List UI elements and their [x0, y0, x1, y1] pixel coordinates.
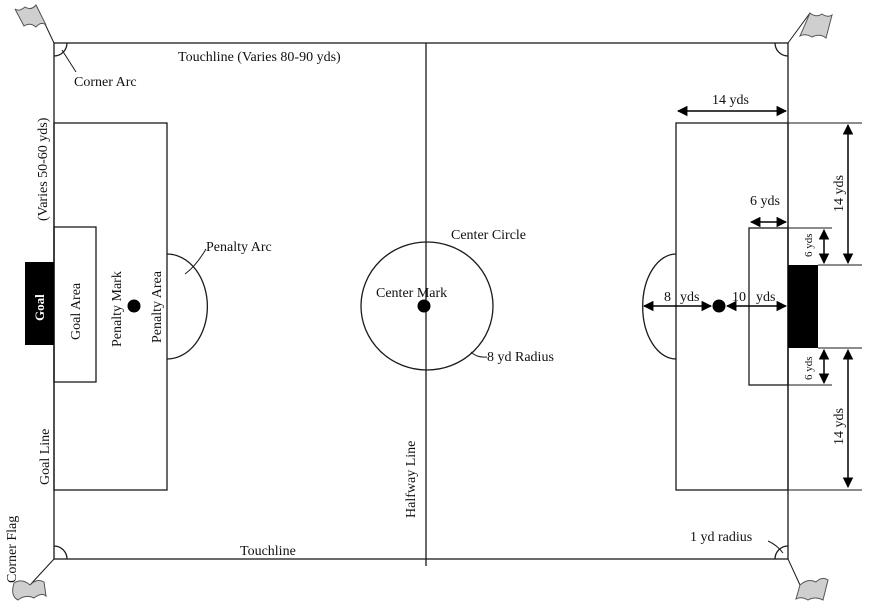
label-center-mark: Center Mark — [376, 286, 447, 301]
dim-label-arc-to-mark-num: 8 — [664, 290, 671, 305]
label-corner-flag: Corner Flag — [5, 516, 20, 583]
leader-1yd-radius — [767, 540, 784, 554]
center-circle — [360, 241, 494, 371]
label-corner-arc: Corner Arc — [74, 75, 137, 90]
label-touchline-top: Touchline (Varies 80-90 yds) — [178, 50, 341, 65]
leader-penalty-arc — [184, 248, 207, 275]
label-goal: Goal — [32, 294, 47, 321]
left-goal — [25, 262, 54, 345]
dim-label-mark-to-goal-unit: yds — [756, 290, 775, 305]
left-penalty-arc — [166, 253, 209, 360]
corner-flag-bottom-left — [12, 558, 55, 601]
dim-label-mark-to-goal-num: 10 — [732, 290, 746, 305]
dim-label-arc-to-mark-unit: yds — [680, 290, 699, 305]
dim-label-goal-area-side-bottom: 6 yds — [803, 356, 815, 380]
label-goal-area: Goal Area — [69, 282, 84, 340]
label-1yd-radius: 1 yd radius — [690, 530, 752, 545]
dim-label-penalty-side-bottom: 14 yds — [832, 408, 847, 445]
label-halfway-line: Halfway Line — [404, 441, 419, 518]
label-width-note: (Varies 50-60 yds) — [36, 117, 51, 221]
left-penalty-mark — [127, 299, 141, 313]
label-8yd-radius: 8 yd Radius — [487, 350, 554, 365]
corner-arc-top-right — [774, 42, 789, 57]
label-center-circle: Center Circle — [451, 228, 526, 243]
right-goal — [788, 265, 818, 348]
dim-label-penalty-side-top: 14 yds — [832, 175, 847, 212]
right-penalty-arc — [642, 253, 677, 360]
dim-label-penalty-depth: 14 yds — [712, 93, 749, 108]
label-goal-line: Goal Line — [38, 429, 53, 485]
corner-flag-top-left — [14, 4, 55, 44]
label-penalty-area: Penalty Area — [150, 270, 165, 343]
corner-arc-bottom-left — [53, 545, 68, 560]
label-penalty-arc: Penalty Arc — [206, 240, 272, 255]
right-penalty-mark — [712, 299, 726, 313]
corner-flag-bottom-right — [787, 558, 829, 601]
corner-arc-bottom-right — [774, 545, 789, 560]
center-mark — [417, 299, 431, 313]
dim-label-goal-area-depth: 6 yds — [750, 194, 780, 209]
label-penalty-mark: Penalty Mark — [110, 271, 125, 347]
dim-label-goal-area-side-top: 6 yds — [803, 233, 815, 257]
label-touchline-bottom: Touchline — [240, 544, 296, 559]
leader-8yd-radius — [470, 351, 488, 358]
corner-flag-top-right — [787, 12, 833, 44]
leader-corner-arc — [61, 49, 77, 73]
